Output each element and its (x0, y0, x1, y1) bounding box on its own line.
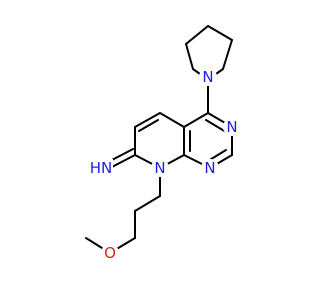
atom-n-pyrrolidine: N (199, 68, 217, 86)
bond (205, 119, 227, 133)
atom-n-ring-pyridine: N (151, 159, 169, 177)
bond (215, 68, 224, 75)
bond (207, 25, 233, 41)
atom-n-pyrimidine-upper: N (223, 118, 241, 136)
molecule-structure: N N N N HN O (85, 25, 241, 262)
bond (222, 39, 233, 70)
pyrrolidine-ring (185, 25, 233, 75)
bond (185, 43, 194, 70)
bond (183, 112, 209, 128)
methoxyethyl-chain (85, 167, 161, 254)
bond (185, 25, 209, 45)
bond (159, 112, 185, 128)
atom-label: O (104, 244, 116, 262)
bond (134, 195, 161, 212)
atom-n-pyrimidine-lower: N (201, 159, 219, 177)
bond (192, 68, 201, 75)
atom-label: N (204, 159, 215, 177)
bond (109, 148, 134, 162)
atom-o-methoxy: O (101, 244, 119, 262)
bond (134, 112, 161, 128)
atom-label: N (202, 68, 213, 86)
atom-label: N (154, 159, 165, 177)
bond (138, 119, 159, 132)
atom-imine: HN (89, 159, 113, 177)
atom-label: N (226, 118, 237, 136)
bond (109, 154, 136, 169)
atom-label: HN (90, 159, 113, 177)
